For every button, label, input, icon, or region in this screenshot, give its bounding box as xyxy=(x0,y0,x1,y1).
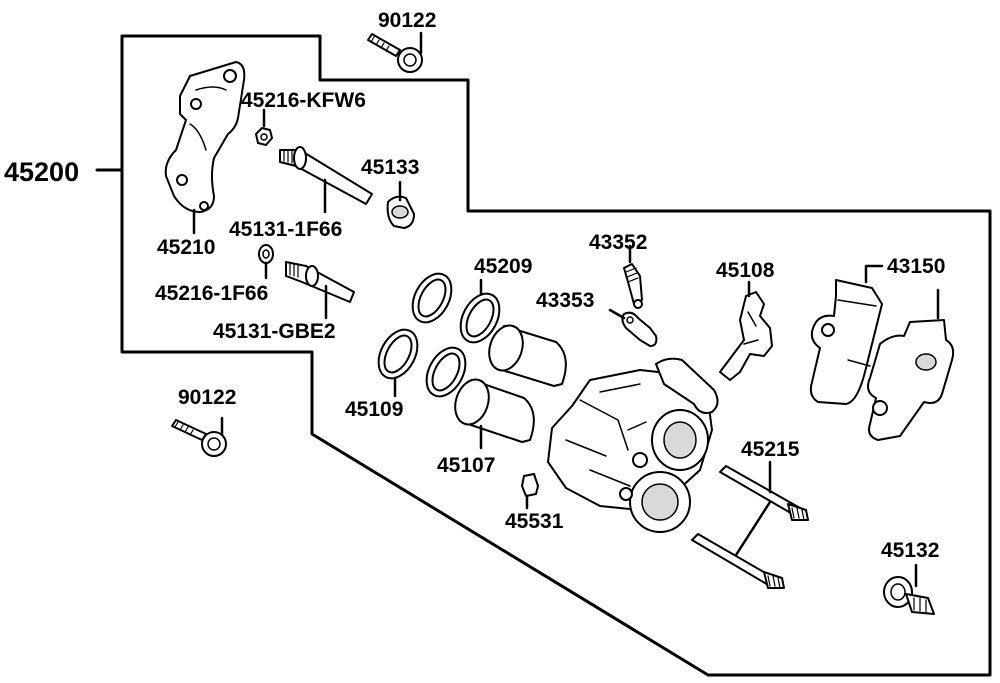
label-pad-pin: 45215 xyxy=(741,438,800,461)
pad-pin-part xyxy=(691,465,809,589)
label-seal-a: 45209 xyxy=(474,255,532,278)
label-bolt-top: 90122 xyxy=(378,9,436,32)
label-spring: 45108 xyxy=(716,259,775,282)
nut-a-part xyxy=(255,127,273,146)
label-bleeder-cap: 43353 xyxy=(536,289,594,312)
bolt-left-part xyxy=(171,419,227,457)
label-cap-small: 45531 xyxy=(505,510,564,533)
assembly-boundary xyxy=(120,34,992,677)
label-bleeder: 43352 xyxy=(589,231,647,254)
pin-b-part xyxy=(285,261,355,303)
bolt-top-part xyxy=(367,33,423,73)
label-nut-b: 45216-1F66 xyxy=(155,282,268,305)
seal-a-part xyxy=(411,272,501,344)
label-boot: 45133 xyxy=(361,156,419,179)
pin-a-part xyxy=(279,146,373,205)
label-pin-a: 45131-1F66 xyxy=(229,218,342,241)
caliper-body-part xyxy=(547,357,719,533)
spring-part xyxy=(719,291,773,381)
bolt-right-part xyxy=(883,576,935,615)
boot-part xyxy=(386,195,415,229)
label-bolt-left: 90122 xyxy=(178,386,236,409)
pads-part xyxy=(809,279,955,441)
label-nut-a: 45216-KFW6 xyxy=(241,89,366,112)
label-pads: 43150 xyxy=(887,255,945,278)
label-bracket: 45210 xyxy=(157,236,215,259)
bleeder-part xyxy=(623,263,643,309)
piston-part xyxy=(454,324,567,443)
bracket-part xyxy=(164,61,246,213)
bleeder-cap-part xyxy=(621,311,658,347)
label-seal-b: 45109 xyxy=(345,398,403,421)
nut-b-part xyxy=(258,244,274,264)
cap-small-part xyxy=(521,473,539,497)
label-piston: 45107 xyxy=(437,454,495,477)
label-pin-b: 45131-GBE2 xyxy=(213,320,336,343)
assembly-label: 45200 xyxy=(4,157,79,187)
seal-b-part xyxy=(377,328,467,398)
label-bolt-right: 45132 xyxy=(881,539,939,562)
